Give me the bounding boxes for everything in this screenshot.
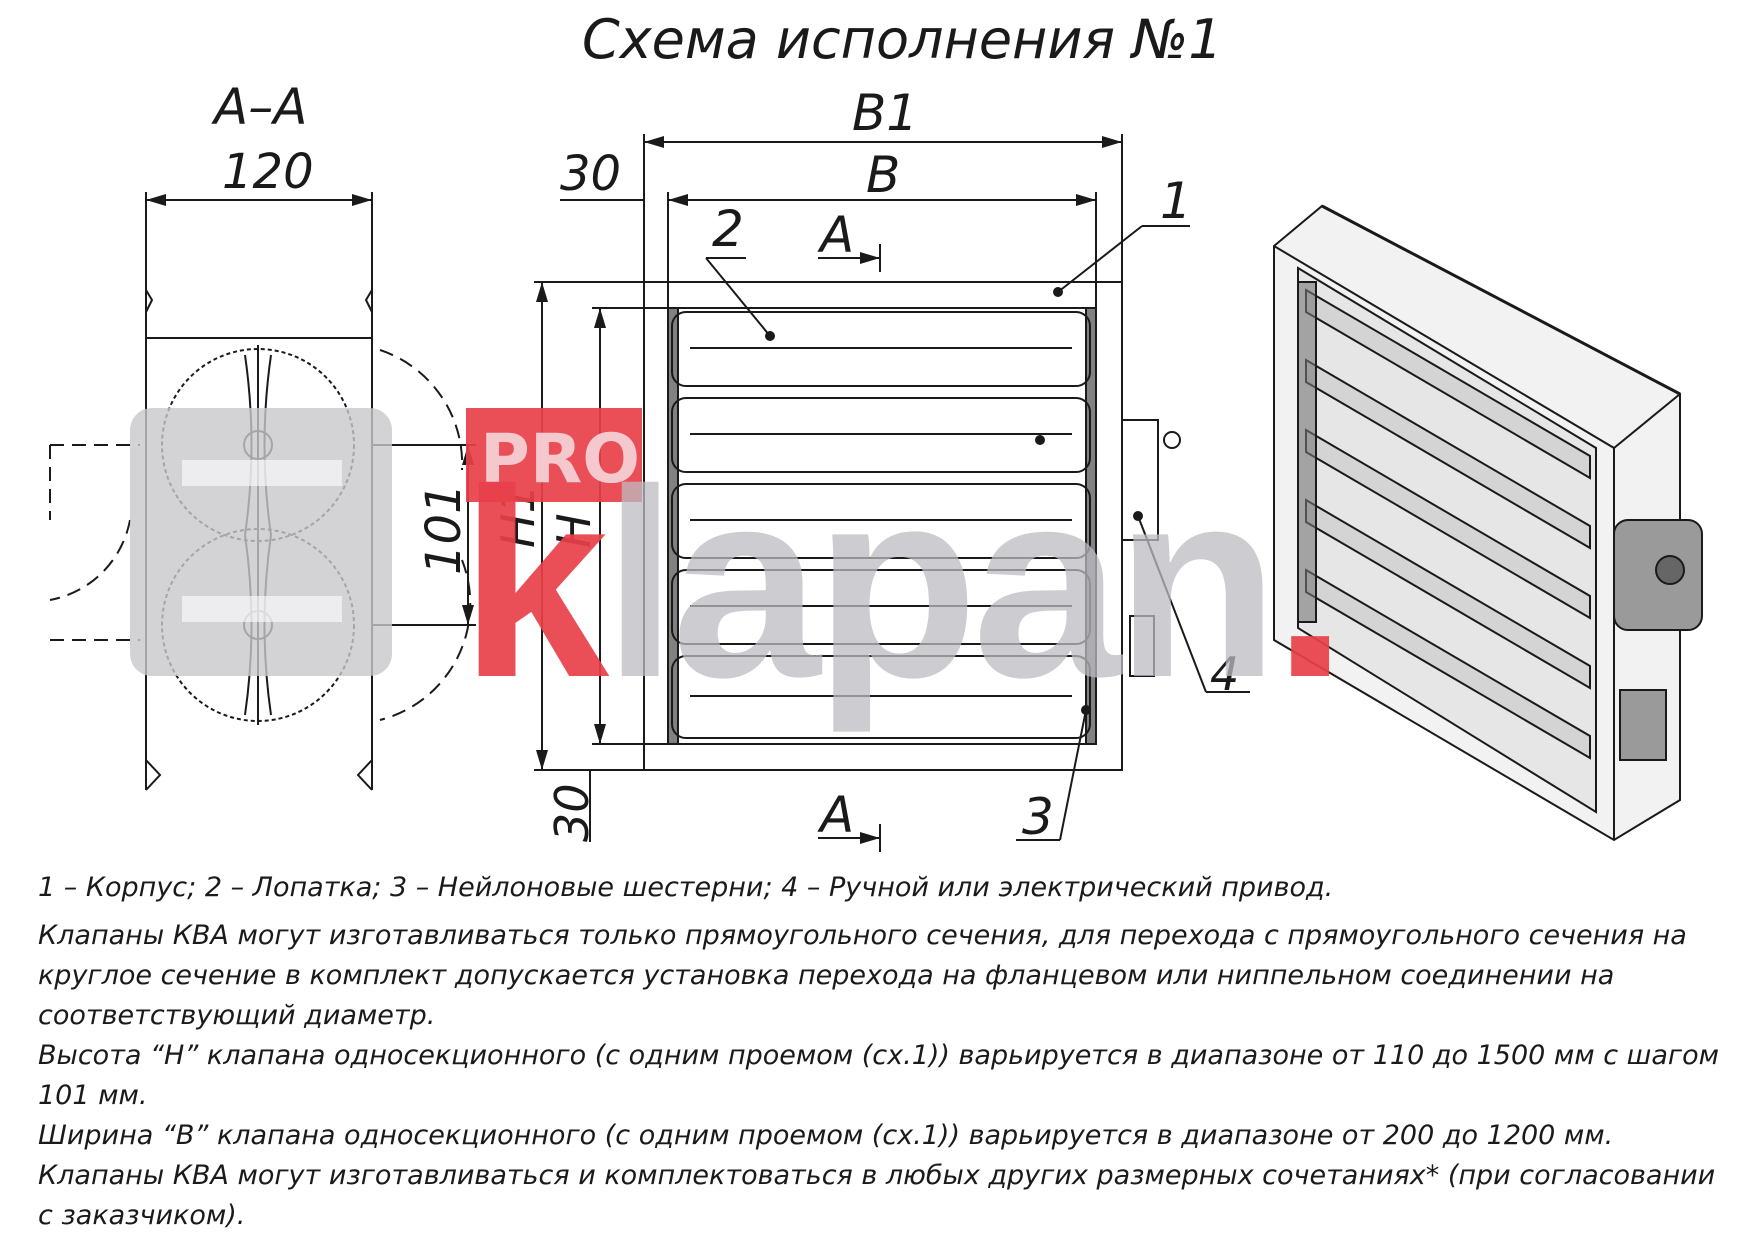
- cut-mark-top: А: [817, 206, 854, 264]
- dim-30-bottom-text: 30: [545, 783, 599, 842]
- dim-b-text: B: [866, 146, 900, 204]
- note-p4: Клапаны КВА могут изготавливаться и комп…: [38, 1160, 1716, 1231]
- notes: 1 – Корпус; 2 – Лопатка; 3 – Нейлоновые …: [38, 868, 1728, 1236]
- gear-rack-right: [1085, 307, 1097, 745]
- dim-h-text: H: [547, 513, 601, 548]
- watermark-dot: .: [1273, 433, 1341, 733]
- callout-2: 2: [712, 200, 744, 258]
- callout-3: 3: [1022, 788, 1054, 846]
- dim-120-text: 120: [222, 144, 314, 200]
- watermark-badge: [466, 408, 642, 502]
- legend-text: 1 – Корпус; 2 – Лопатка; 3 – Нейлоновые …: [38, 872, 1334, 903]
- watermark-logo-box: [130, 408, 392, 676]
- note-p1: Клапаны КВА могут изготавливаться только…: [38, 920, 1687, 1031]
- isometric-view: [1273, 204, 1703, 842]
- dim-b1-text: B1: [852, 84, 918, 142]
- iso-gears: [1297, 281, 1317, 623]
- watermark-badge-text: PRO: [480, 420, 640, 499]
- watermark: PRO klapan.: [130, 408, 1348, 735]
- gear-rack-left: [667, 307, 679, 745]
- drawing-title: Схема исполнения №1: [582, 8, 1223, 71]
- damper-drawing: Схема исполнения №1 А–А 120: [49, 8, 1703, 852]
- note-p2: Высота “H” клапана односекционного (с од…: [38, 1040, 1719, 1111]
- callout-1: 1: [1160, 172, 1192, 230]
- cut-mark-bottom: А: [817, 786, 854, 844]
- actuator: [1121, 419, 1159, 541]
- watermark-word-k: k: [460, 433, 611, 733]
- front-view: B1 B 30: [491, 84, 1250, 852]
- watermark-word-rest: lapan: [603, 433, 1273, 735]
- section-label: А–А: [211, 78, 307, 136]
- dim-101-text: 101: [416, 483, 472, 575]
- note-p3: Ширина “В” клапана односекционного (с од…: [38, 1120, 1614, 1151]
- dim-30-top-text: 30: [560, 146, 621, 202]
- watermark-word: klapan.: [460, 433, 1342, 735]
